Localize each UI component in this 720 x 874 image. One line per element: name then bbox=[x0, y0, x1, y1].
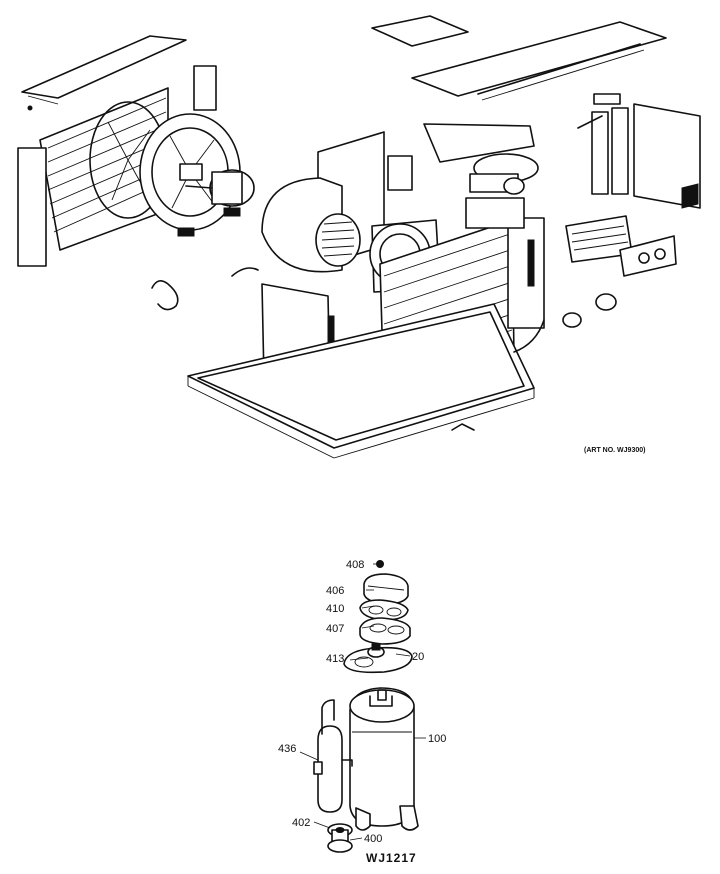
accumulator bbox=[313, 699, 353, 813]
top-cover-left bbox=[21, 35, 187, 111]
callout-402: 402 bbox=[292, 817, 310, 829]
condenser-coil bbox=[17, 65, 217, 267]
callout-410: 410 bbox=[326, 603, 344, 615]
callout-436: 436 bbox=[278, 743, 296, 755]
compressor-exploded-assembly: 408 406 410 407 413 20 100 436 402 400 W… bbox=[278, 559, 446, 865]
callout-408: 408 bbox=[346, 559, 364, 571]
top-cover-right bbox=[371, 15, 667, 101]
fan-motor bbox=[177, 169, 255, 237]
overload-plate bbox=[343, 643, 413, 674]
terminal-gasket bbox=[359, 599, 409, 621]
callout-leaders bbox=[299, 563, 426, 841]
compressor-body bbox=[349, 687, 419, 831]
callout-100: 100 bbox=[428, 733, 446, 745]
art-number: (ART NO. WJ9300) bbox=[584, 447, 645, 454]
callout-406: 406 bbox=[326, 585, 344, 597]
right-side-panel bbox=[577, 93, 701, 209]
base-pan bbox=[187, 303, 535, 459]
terminal-cover bbox=[363, 560, 409, 605]
callout-413: 413 bbox=[326, 653, 344, 665]
callout-400: 400 bbox=[364, 833, 382, 845]
callout-20: 20 bbox=[412, 651, 424, 663]
blower-housing bbox=[261, 131, 385, 273]
figure-code: WJ1217 bbox=[366, 851, 417, 865]
control-panel bbox=[562, 215, 677, 328]
callout-407: 407 bbox=[326, 623, 344, 635]
wiring-harness bbox=[151, 267, 545, 353]
control-box bbox=[387, 123, 539, 229]
mounting-grommet bbox=[327, 823, 353, 853]
terminal-block bbox=[359, 617, 411, 645]
upper-exploded-assembly: (ART NO. WJ9300) bbox=[17, 15, 701, 459]
